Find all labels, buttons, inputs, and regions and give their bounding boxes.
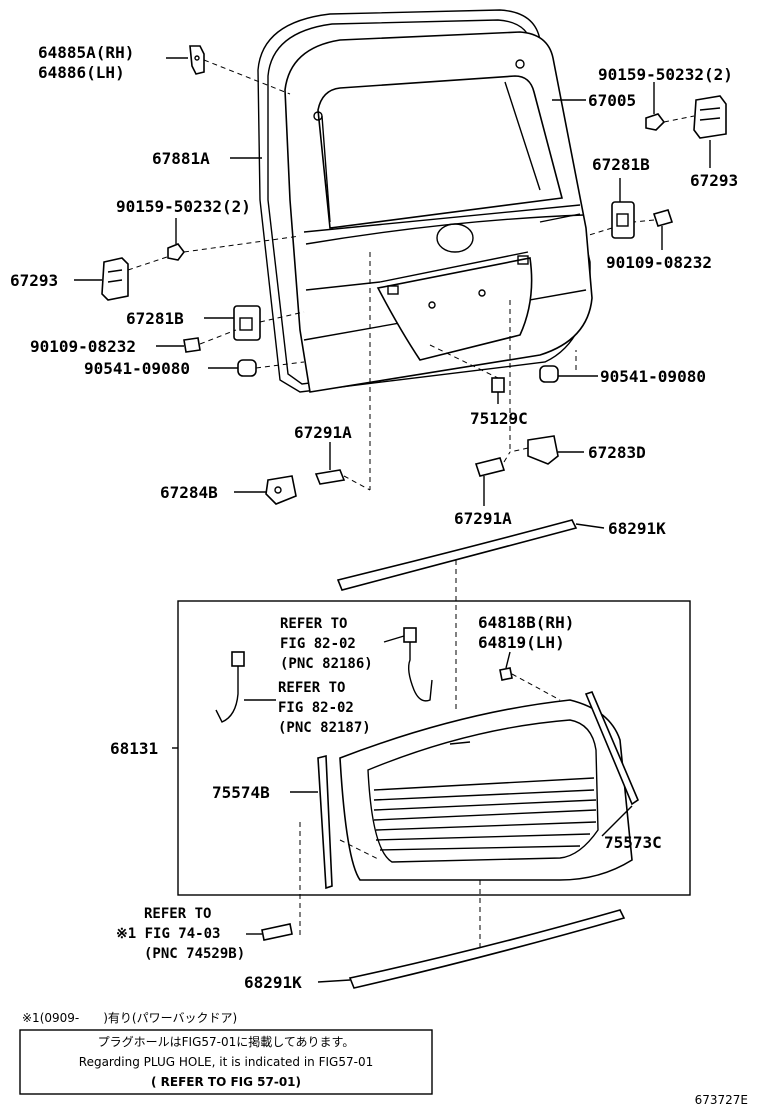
refer-82186-line3: (PNC 82186)	[280, 656, 373, 672]
part-90159-right-screw	[645, 113, 666, 131]
label-67291a-right: 67291A	[454, 509, 512, 528]
label-67283d: 67283D	[588, 443, 646, 462]
refer-74529b-line2: ※1 FIG 74-03	[116, 926, 220, 942]
part-90159-left-screw	[167, 243, 185, 261]
part-67291a-right-stopper	[474, 457, 506, 477]
label-67281b-left: 67281B	[126, 309, 184, 328]
part-67281b-left-guide	[233, 305, 261, 341]
note-line-japanese: プラグホールはFIG57-01に掲載してあります。	[98, 1034, 355, 1049]
label-64819: 64819(LH)	[478, 633, 565, 652]
part-67283d-bracket	[527, 435, 559, 465]
label-75574b: 75574B	[212, 783, 270, 802]
part-90541-left-cushion	[237, 359, 257, 377]
refer-to-82186: REFER TO FIG 82-02 (PNC 82186)	[280, 616, 373, 672]
label-67281b-right: 67281B	[592, 155, 650, 174]
label-90541-right: 90541-09080	[600, 367, 706, 386]
leader-lines	[74, 57, 711, 983]
label-64818b: 64818B(RH)	[478, 613, 574, 632]
refer-82187-line2: FIG 82-02	[278, 700, 354, 716]
part-67293-left-bumper	[101, 257, 129, 301]
refer-82187-line3: (PNC 82187)	[278, 720, 371, 736]
part-67293-right-bumper	[693, 95, 727, 139]
label-64886: 64886(LH)	[38, 63, 125, 82]
part-67291a-left-stopper	[314, 469, 346, 485]
part-68291k-upper-molding	[336, 519, 578, 591]
part-64818b-stopper	[499, 667, 513, 681]
note-line-refer: ( REFER TO FIG 57-01)	[151, 1075, 301, 1089]
part-75573c-right-molding	[584, 691, 639, 806]
part-90541-right-cushion	[539, 365, 559, 383]
plug-hole-note-box	[19, 1029, 433, 1095]
part-labels: 64885A(RH) 64886(LH) 67881A 90159-50232(…	[10, 43, 738, 992]
label-67005: 67005	[588, 91, 636, 110]
part-67284b-bracket	[265, 475, 297, 505]
label-64885a: 64885A(RH)	[38, 43, 134, 62]
part-75574b-left-molding	[317, 754, 333, 890]
label-75129c: 75129C	[470, 409, 528, 428]
label-90109-right: 90109-08232	[606, 253, 712, 272]
footnote-power-back-door: ※1(0909- )有り(パワーバックドア)	[22, 1011, 237, 1025]
part-90109-left-bolt	[183, 337, 201, 353]
label-67293-right: 67293	[690, 171, 738, 190]
harness-82186	[403, 627, 433, 702]
refer-to-82187: REFER TO FIG 82-02 (PNC 82187)	[278, 680, 371, 736]
refer-82186-line1: REFER TO	[280, 616, 347, 632]
figure-id: 673727E	[695, 1093, 748, 1107]
part-68291k-lower-molding	[348, 909, 626, 989]
part-64885a-bracket	[189, 45, 205, 75]
part-75129c-pad	[491, 377, 505, 393]
label-68291k-upper: 68291K	[608, 519, 666, 538]
note-line-english: Regarding PLUG HOLE, it is indicated in …	[79, 1055, 373, 1069]
harness-82187	[215, 651, 245, 723]
label-67291a-left: 67291A	[294, 423, 352, 442]
label-68131: 68131	[110, 739, 158, 758]
label-90159-right: 90159-50232(2)	[598, 65, 733, 84]
refer-74529b-line3: (PNC 74529B)	[144, 946, 245, 962]
refer-74529b-line1: REFER TO	[144, 906, 211, 922]
refer-to-74529b: REFER TO ※1 FIG 74-03 (PNC 74529B)	[116, 906, 245, 962]
label-68291k-lower: 68291K	[244, 973, 302, 992]
label-67881a: 67881A	[152, 149, 210, 168]
back-door-panel	[257, 9, 593, 393]
refer-82186-line2: FIG 82-02	[280, 636, 356, 652]
label-67284b: 67284B	[160, 483, 218, 502]
part-67281b-right-guide	[611, 201, 635, 239]
label-90159-left: 90159-50232(2)	[116, 197, 251, 216]
part-90109-right-bolt	[652, 209, 674, 227]
refer-82187-line1: REFER TO	[278, 680, 345, 696]
label-90541-left: 90541-09080	[84, 359, 190, 378]
label-67293-left: 67293	[10, 271, 58, 290]
part-68131-glass	[339, 699, 633, 881]
label-75573c: 75573C	[604, 833, 662, 852]
part-74529b-plug	[261, 923, 293, 941]
label-90109-left: 90109-08232	[30, 337, 136, 356]
